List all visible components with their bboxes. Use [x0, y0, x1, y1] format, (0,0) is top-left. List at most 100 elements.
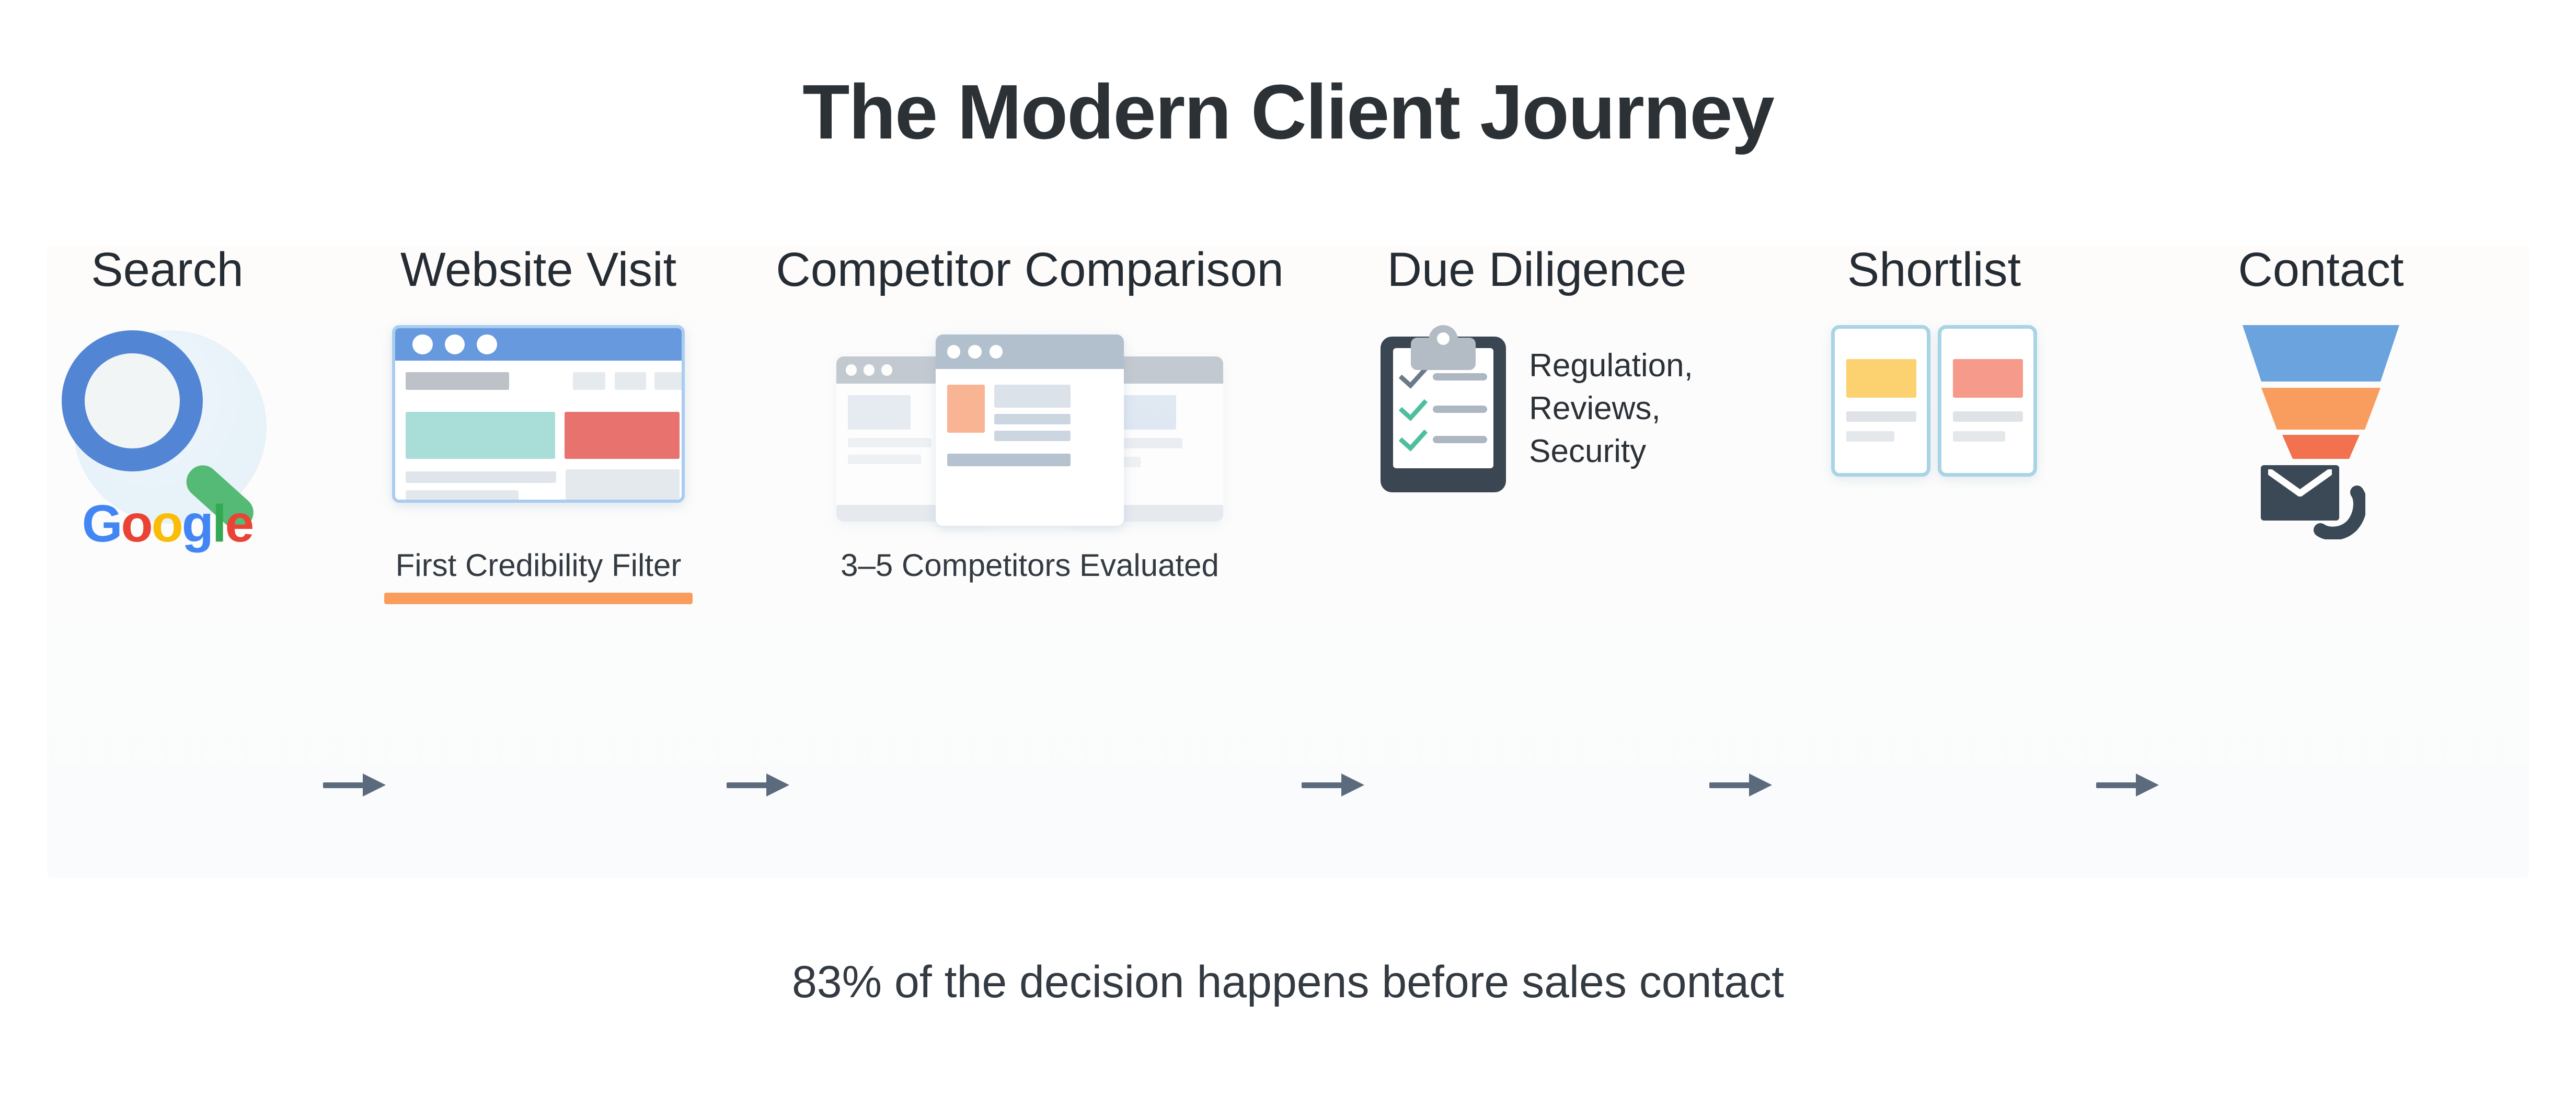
stage-contact: Contact: [2159, 246, 2483, 565]
google-letter: g: [181, 494, 214, 553]
stage-label: Due Diligence: [1387, 243, 1687, 296]
note-line: Reviews,: [1529, 390, 1661, 427]
card-line: [1846, 411, 1916, 422]
google-wordmark: Google: [58, 498, 277, 550]
stage-label: Search: [91, 243, 244, 296]
browser-dot: [947, 345, 960, 359]
browser-window-icon: [392, 325, 685, 503]
stage-shortlist: Shortlist: [1772, 246, 2096, 534]
footer-note: 83% of the decision happens before sales…: [791, 957, 1785, 1007]
content-bar: [994, 431, 1071, 441]
content-block-teal: [406, 412, 555, 459]
card-image-block: [1846, 359, 1916, 398]
contact-icons: [2261, 465, 2381, 544]
browser-dot: [968, 345, 982, 359]
check-icon: [1398, 391, 1428, 422]
checklist-line: [1433, 373, 1488, 380]
browser-dot: [444, 334, 465, 355]
card-line: [1953, 411, 2023, 422]
stage-caption: First Credibility Filter: [395, 548, 682, 583]
arrow-head: [363, 774, 386, 797]
content-block-peach: [947, 385, 985, 433]
arrow-search-to-website: [323, 774, 386, 797]
content-bar: [994, 414, 1071, 424]
stage-competitor-comparison: Competitor Comparison: [768, 246, 1291, 581]
stage-label: Contact: [2238, 243, 2404, 296]
browser-dot: [989, 345, 1003, 359]
stacked-browser-windows-icon: [815, 325, 1244, 529]
browser-dot: [863, 364, 875, 376]
arrow-shaft: [727, 782, 768, 788]
stage-art: Google: [37, 325, 298, 571]
arrow-shaft: [1709, 782, 1751, 788]
magnifier-lens: [62, 330, 203, 471]
google-letter: o: [121, 494, 153, 553]
clipboard-clip-hole: [1437, 332, 1450, 345]
shortlist-card-yellow: [1831, 325, 1930, 477]
browser-window-front: [936, 334, 1124, 526]
browser-content: [936, 369, 1124, 526]
journey-panel: Search Google Website Visit: [47, 246, 2529, 878]
google-letter: o: [151, 494, 183, 553]
content-block-gray: [994, 385, 1071, 408]
stage-art: [361, 325, 716, 534]
clipboard-checklist-icon: [1381, 325, 1506, 492]
content-bar: [947, 454, 1071, 466]
stage-website-visit: Website Visit: [361, 246, 716, 604]
stage-art: [1772, 325, 2096, 534]
stage-search: Search Google: [37, 246, 298, 571]
envelope-flap: [2268, 469, 2332, 497]
stage-label: Competitor Comparison: [776, 243, 1284, 296]
arrow-head: [766, 774, 789, 797]
magnifier-icon: Google: [58, 325, 277, 550]
stage-art: Regulation, Reviews, Security: [1354, 325, 1720, 534]
stage-art: [768, 325, 1291, 534]
browser-title-bar: [936, 334, 1124, 369]
shortlist-card-salmon: [1938, 325, 2037, 477]
google-letter: l: [212, 494, 227, 553]
funnel-icon: [2242, 325, 2399, 459]
arrow-website-to-competitor: [727, 774, 789, 797]
stage-art: [2159, 325, 2483, 565]
content-block: [848, 395, 911, 430]
content-block-red: [565, 412, 680, 459]
content-bar: [406, 372, 509, 390]
caption-underline: [384, 593, 693, 604]
browser-dot: [412, 334, 433, 355]
content-block-gray: [566, 469, 680, 500]
note-line: Regulation,: [1529, 348, 1693, 384]
due-diligence-notes: Regulation, Reviews, Security: [1529, 344, 1693, 472]
check-icon: [1398, 421, 1428, 452]
checklist-line: [1433, 406, 1488, 413]
browser-dot: [477, 334, 498, 355]
arrow-head: [1749, 774, 1772, 797]
funnel-layer-blue: [2242, 325, 2399, 382]
content-chip: [573, 372, 605, 390]
arrow-head: [1341, 774, 1364, 797]
arrow-shaft: [1302, 782, 1343, 788]
arrow-shaft: [323, 782, 365, 788]
arrow-competitor-to-diligence: [1302, 774, 1364, 797]
google-letter: G: [82, 494, 123, 553]
arrow-shortlist-to-contact: [2096, 774, 2159, 797]
card-image-block: [1953, 359, 2023, 398]
funnel-layer-red: [2282, 435, 2360, 459]
stage-due-diligence: Due Diligence: [1354, 246, 1720, 534]
envelope-icon: [2261, 465, 2339, 521]
arrow-head: [2136, 774, 2159, 797]
content-bar: [406, 490, 519, 500]
funnel-layer-orange: [2261, 388, 2380, 430]
stage-label: Shortlist: [1847, 243, 2021, 296]
card-line: [1953, 431, 2005, 442]
browser-dot: [881, 364, 892, 376]
content-chip: [615, 372, 646, 390]
arrow-shaft: [2096, 782, 2138, 788]
stage-caption: 3–5 Competitors Evaluated: [841, 548, 1219, 583]
content-bar: [406, 471, 556, 483]
google-letter: e: [225, 494, 255, 553]
checklist-line: [1433, 436, 1488, 443]
page-title: The Modern Client Journey: [802, 69, 1775, 155]
note-line: Security: [1529, 433, 1647, 469]
browser-content: [395, 361, 682, 500]
browser-dot: [846, 364, 857, 376]
